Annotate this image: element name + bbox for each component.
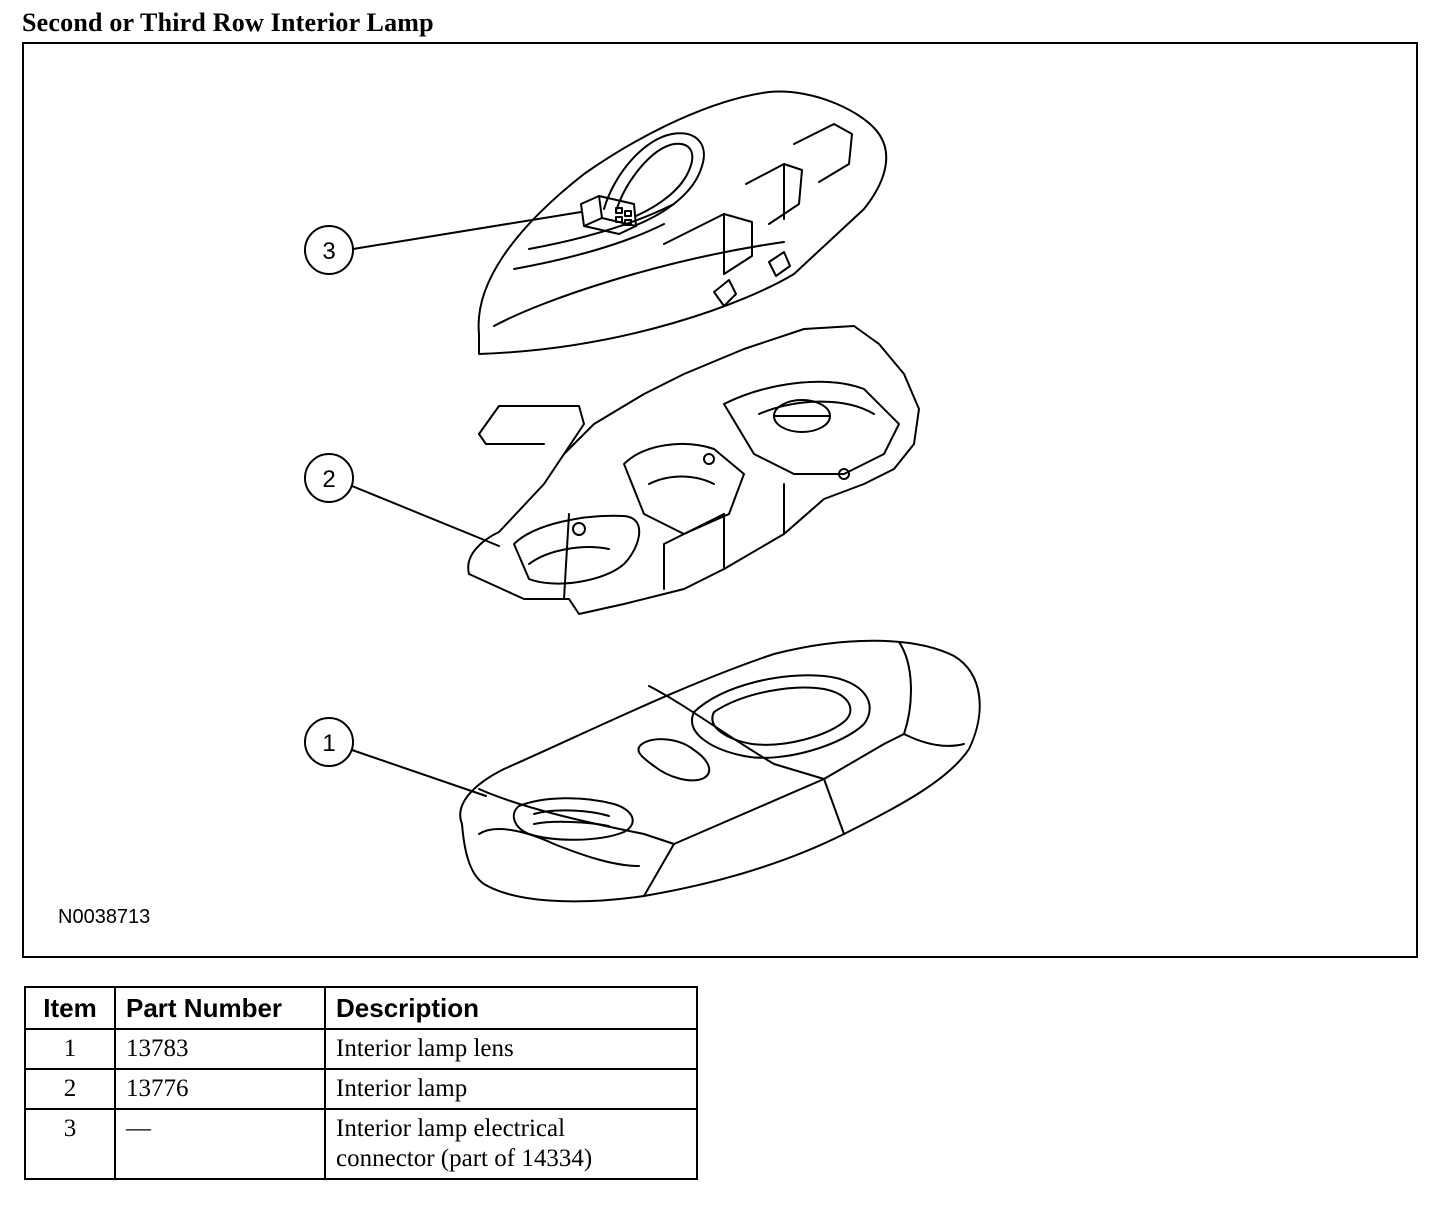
cell-item: 1 — [24, 1028, 116, 1070]
callout-2: 2 — [304, 453, 500, 547]
connector-icon — [580, 195, 637, 235]
callout-1-label: 1 — [322, 730, 335, 757]
header-item: Item — [24, 986, 116, 1030]
cell-description: Interior lamp — [324, 1068, 698, 1110]
table-row: 3 — Interior lamp electrical connector (… — [24, 1108, 698, 1180]
header-part-number: Part Number — [114, 986, 326, 1030]
cell-item: 3 — [24, 1108, 116, 1180]
callout-3: 3 — [304, 211, 582, 275]
cell-part-number: 13776 — [114, 1068, 326, 1110]
page-title: Second or Third Row Interior Lamp — [22, 8, 434, 37]
exploded-lamp-diagram: 3 2 1 — [304, 90, 981, 903]
table-row: 2 13776 Interior lamp — [24, 1068, 698, 1110]
figure-id: N0038713 — [58, 906, 151, 928]
upper-cover-with-connector — [477, 90, 888, 355]
lamp-housing-icon — [467, 325, 920, 615]
header-description: Description — [324, 986, 698, 1030]
callout-3-label: 3 — [322, 238, 335, 265]
cell-description: Interior lamp lens — [324, 1028, 698, 1070]
cell-part-number: — — [114, 1108, 326, 1180]
cell-item: 2 — [24, 1068, 116, 1110]
cell-part-number: 13783 — [114, 1028, 326, 1070]
callout-1: 1 — [304, 717, 487, 797]
cell-description: Interior lamp electrical connector (part… — [324, 1108, 698, 1180]
callout-2-label: 2 — [322, 466, 335, 493]
table-row: 1 13783 Interior lamp lens — [24, 1028, 698, 1070]
table-header-row: Item Part Number Description — [24, 986, 698, 1030]
lamp-lens-icon — [459, 639, 981, 903]
figure-frame: 3 2 1 N0038713 — [22, 42, 1418, 958]
parts-table: Item Part Number Description 1 13783 Int… — [24, 986, 698, 1180]
